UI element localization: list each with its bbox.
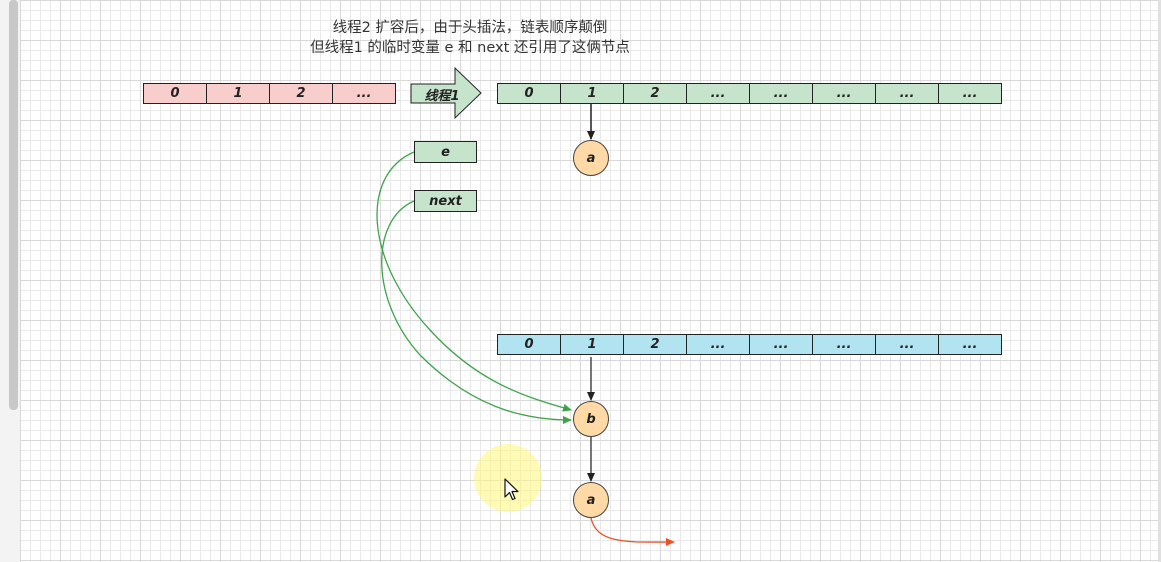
var-next-box: next [414,190,477,212]
old-table-cell: ... [332,83,396,104]
thread1-arrow-label: 线程1 [424,88,460,104]
thread1-table-cell: 0 [497,83,561,104]
caption-line-2: 但线程1 的临时变量 e 和 next 还引用了这俩节点 [310,40,630,56]
mouse-pointer-icon [504,478,519,501]
vertical-scrollbar[interactable] [9,0,18,410]
thread1-table-cell: 2 [623,83,687,104]
caption-line-1: 线程2 扩容后，由于头插法，链表顺序颠倒 [332,20,608,36]
thread1-table-cell: ... [938,83,1002,104]
new-table-cell: ... [875,334,939,355]
thread1-table-cell: ... [686,83,750,104]
tail-arrow [590,517,675,547]
new-table: 0 1 2 ... ... ... ... ... [497,334,1002,355]
new-table-cell: 1 [560,334,624,355]
thread1-table-cell: 1 [560,83,624,104]
thread1-node-a: a [573,140,609,176]
thread1-block-arrow [410,66,482,120]
new-table-cell: 2 [623,334,687,355]
new-table-cell: ... [938,334,1002,355]
thread1-table-cell: ... [749,83,813,104]
new-table-cell: ... [749,334,813,355]
right-edge [1158,0,1161,562]
old-table-cell: 2 [269,83,333,104]
e-reference-curve [376,151,572,412]
cursor-highlight [474,444,542,512]
new-table-cell: ... [812,334,876,355]
thread1-table: 0 1 2 ... ... ... ... ... [497,83,1002,104]
old-table-cell: 0 [143,83,207,104]
next-reference-curve [381,200,572,424]
new-node-b: b [573,401,609,437]
thread1-table-cell: ... [812,83,876,104]
old-table: 0 1 2 ... [143,83,396,104]
var-e-box: e [414,141,477,163]
new-node-a: a [573,482,609,518]
new-table-cell: ... [686,334,750,355]
new-table-cell: 0 [497,334,561,355]
old-table-cell: 1 [206,83,270,104]
thread1-table-cell: ... [875,83,939,104]
